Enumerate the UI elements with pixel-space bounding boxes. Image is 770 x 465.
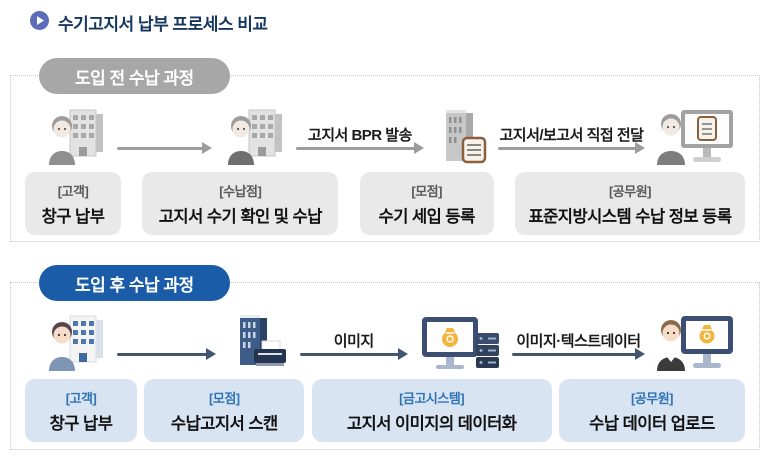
flow-arrow-label: 고지서 BPR 발송 [307,127,413,144]
flow-arrow-label [117,329,216,353]
step-action: 고지서 수기 확인 및 수납 [158,207,323,226]
step-role: [고객] [65,390,97,406]
flow-row-before: 고지서 BPR 발송 고지서/보고서 직접 전달 [43,102,735,170]
flow-arrow-label [117,123,212,147]
step-role: [공무원] [608,183,652,199]
step-action: 창구 납부 [41,207,105,226]
building-scanner-icon [226,313,290,371]
step-card: [수납점] 고지서 수기 확인 및 수납 [142,172,339,235]
step-card: [공무원] 표준지방시스템 수납 정보 등록 [514,172,745,235]
flow-row-after: 이미지 이미지· [43,307,735,377]
step-role: [수납점] [219,183,262,199]
step-action: 고지서 이미지의 데이터화 [346,414,517,433]
step-role: [금고시스템] [399,390,465,406]
play-icon [30,10,49,35]
step-action: 수납고지서 스캔 [170,414,278,433]
steps-row-before: [고객] 창구 납부 [수납점] 고지서 수기 확인 및 수납 [모점] 수기 … [25,172,745,235]
flow-arrow: 고지서/보고서 직접 전달 [488,123,655,154]
flow-arrow [107,329,226,360]
section-after-intro: 도입 후 수납 과정 [10,265,760,450]
page-title: 수기고지서 납부 프로세스 비교 [58,15,268,34]
step-card: [금고시스템] 고지서 이미지의 데이터화 [311,379,552,442]
step-card: [모점] 수납고지서 스캔 [144,379,305,442]
step-action: 표준지방시스템 수납 정보 등록 [528,207,732,226]
step-role: [공무원] [630,390,674,406]
customer-building-icon [43,107,107,165]
clerk-building-icon [222,107,286,165]
steps-row-after: [고객] 창구 납부 [모점] 수납고지서 스캔 [금고시스템] 고지서 이미지… [25,379,745,442]
step-role: [모점] [411,183,442,199]
step-action: 창구 납부 [49,414,113,433]
section-header-badge: 도입 전 수납 과정 [39,58,230,94]
step-card: [고객] 창구 납부 [25,172,121,235]
flow-arrow-label: 고지서/보고서 직접 전달 [499,127,644,144]
step-action: 수기 세입 등록 [378,207,476,226]
step-card: [고객] 창구 납부 [25,379,137,442]
section-before-intro: 도입 전 수납 과정 [10,58,760,242]
official-monitor-icon [655,313,735,371]
official-monitor-icon [655,107,735,165]
page-header: 수기고지서 납부 프로세스 비교 [30,10,268,35]
flow-arrow: 고지서 BPR 발송 [286,123,434,154]
flow-arrow [107,123,222,154]
step-action: 수납 데이터 업로드 [589,414,715,433]
section-header-badge: 도입 후 수납 과정 [39,265,230,301]
monitor-server-icon [418,313,502,371]
customer-building-icon [43,313,107,371]
step-card: [모점] 수기 세입 등록 [359,172,494,235]
flow-arrow-label: 이미지 [333,333,374,350]
building-document-icon [434,107,488,165]
flow-arrow: 이미지·텍스트데이터 [502,329,655,360]
flow-arrow: 이미지 [290,329,418,360]
step-card: [공무원] 수납 데이터 업로드 [558,379,745,442]
step-role: [모점] [209,390,240,406]
flow-arrow-label: 이미지·텍스트데이터 [516,333,641,350]
step-role: [고객] [57,183,89,199]
